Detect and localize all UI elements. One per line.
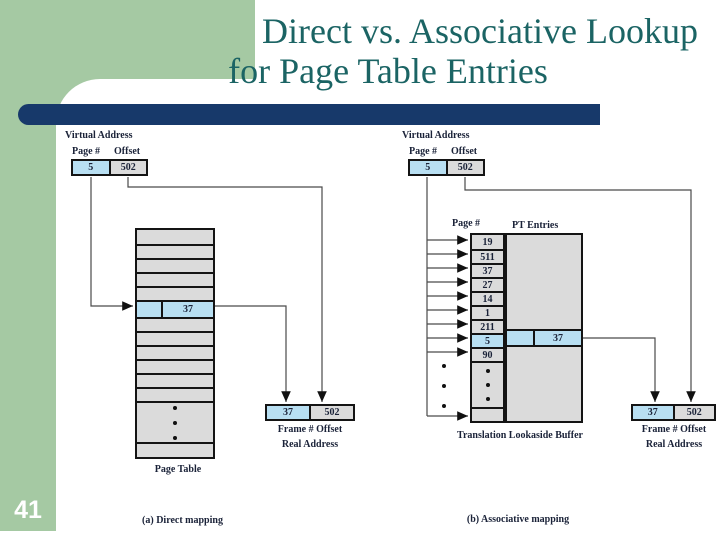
direct-page-value-cell: 5 [73, 161, 109, 174]
tlb-entry-hit-frame-cell: 37 [553, 332, 563, 344]
tlb-label: Translation Lookaside Buffer [457, 430, 583, 441]
ellipsis-dot [173, 435, 177, 440]
tlb-entries-column-header: PT Entries [512, 220, 559, 231]
tlb-page-row: 37 [472, 263, 503, 277]
tlb-page-row: 211 [472, 319, 503, 333]
direct-real-address-box: 37 502 [265, 404, 355, 421]
tlb-entry-hit-flag-cell [507, 331, 535, 345]
page-table-row [137, 272, 213, 286]
ellipsis-dot [485, 383, 490, 387]
direct-real-offset-value-cell: 502 [309, 406, 353, 419]
page-table-row [137, 387, 213, 401]
assoc-page-label: Page # [409, 146, 438, 157]
assoc-real-address-label: Real Address [645, 439, 703, 450]
tlb-page-hit-row: 5 [472, 333, 503, 347]
page-table-hit-flag-cell [137, 302, 163, 317]
direct-page-label: Page # [72, 146, 101, 157]
direct-offset-label: Offset [114, 146, 141, 157]
page-table-row [137, 258, 213, 272]
tlb-page-row: 14 [472, 291, 503, 305]
direct-virtual-address-label: Virtual Address [65, 130, 133, 141]
assoc-caption: (b) Associative mapping [466, 514, 570, 525]
page-table-row [137, 244, 213, 258]
tlb-page-row: 19 [472, 235, 503, 249]
assoc-frame-value-cell: 37 [633, 406, 673, 419]
assoc-real-offset-value-cell: 502 [672, 406, 714, 419]
page-table-row [137, 286, 213, 300]
direct-frame-value-cell: 37 [267, 406, 309, 419]
assoc-frame-offset-label: Frame # Offset [641, 424, 707, 435]
page-table-row [137, 373, 213, 387]
tlb-entries-block [507, 235, 581, 329]
assoc-page-value-cell: 5 [410, 161, 446, 174]
tlb-page-row [472, 407, 503, 421]
slide-title-line-1: Direct vs. Associative Lookup [262, 11, 698, 51]
green-accent-strip [0, 0, 56, 531]
page-table-hit-frame-cell: 37 [183, 304, 193, 315]
page-table-row [137, 317, 213, 331]
direct-offset-value-cell: 502 [108, 161, 146, 174]
direct-page-table: 37 [135, 228, 215, 459]
page-table-hit-row: 37 [137, 300, 213, 317]
direct-real-address-label: Real Address [281, 439, 339, 450]
assoc-virtual-address-box: 5 502 [408, 159, 485, 176]
direct-page-table-label: Page Table [154, 464, 202, 475]
tlb-page-row: 1 [472, 305, 503, 319]
page-table-row [137, 345, 213, 359]
ellipsis-dot [173, 420, 177, 425]
page-table-row [137, 230, 213, 244]
ellipsis-dot [485, 397, 490, 401]
ellipsis-dot [173, 405, 177, 410]
tlb-entries-column: 37 [505, 233, 583, 423]
assoc-offset-value-cell: 502 [445, 161, 483, 174]
tlb-entries-block [507, 347, 581, 421]
tlb-page-row: 27 [472, 277, 503, 291]
tlb-ellipsis [472, 361, 503, 407]
tlb-page-row: 90 [472, 347, 503, 361]
assoc-real-address-box: 37 502 [631, 404, 716, 421]
tlb-page-row: 511 [472, 249, 503, 263]
slide-page-number: 41 [14, 496, 42, 524]
ellipsis-dot [441, 404, 446, 408]
assoc-offset-label: Offset [451, 146, 478, 157]
page-table-row [137, 359, 213, 373]
page-table-row [137, 442, 213, 457]
ellipsis-dot [441, 384, 446, 388]
ellipsis-dot [441, 364, 446, 368]
assoc-virtual-address-label: Virtual Address [402, 130, 470, 141]
page-table-ellipsis [137, 401, 213, 442]
direct-caption: (a) Direct mapping [142, 515, 223, 526]
tlb-entry-hit-row: 37 [507, 329, 581, 347]
tlb-page-number-column: 19 511 37 27 14 1 211 5 90 [470, 233, 505, 423]
direct-virtual-address-box: 5 502 [71, 159, 148, 176]
ellipsis-dot [485, 369, 490, 373]
tlb-page-column-header: Page # [452, 218, 481, 229]
search-ellipsis [441, 364, 446, 408]
title-underline-bar [18, 104, 600, 125]
direct-frame-offset-label: Frame # Offset [277, 424, 343, 435]
page-table-row [137, 331, 213, 345]
slide-title-line-2: for Page Table Entries [228, 51, 548, 91]
